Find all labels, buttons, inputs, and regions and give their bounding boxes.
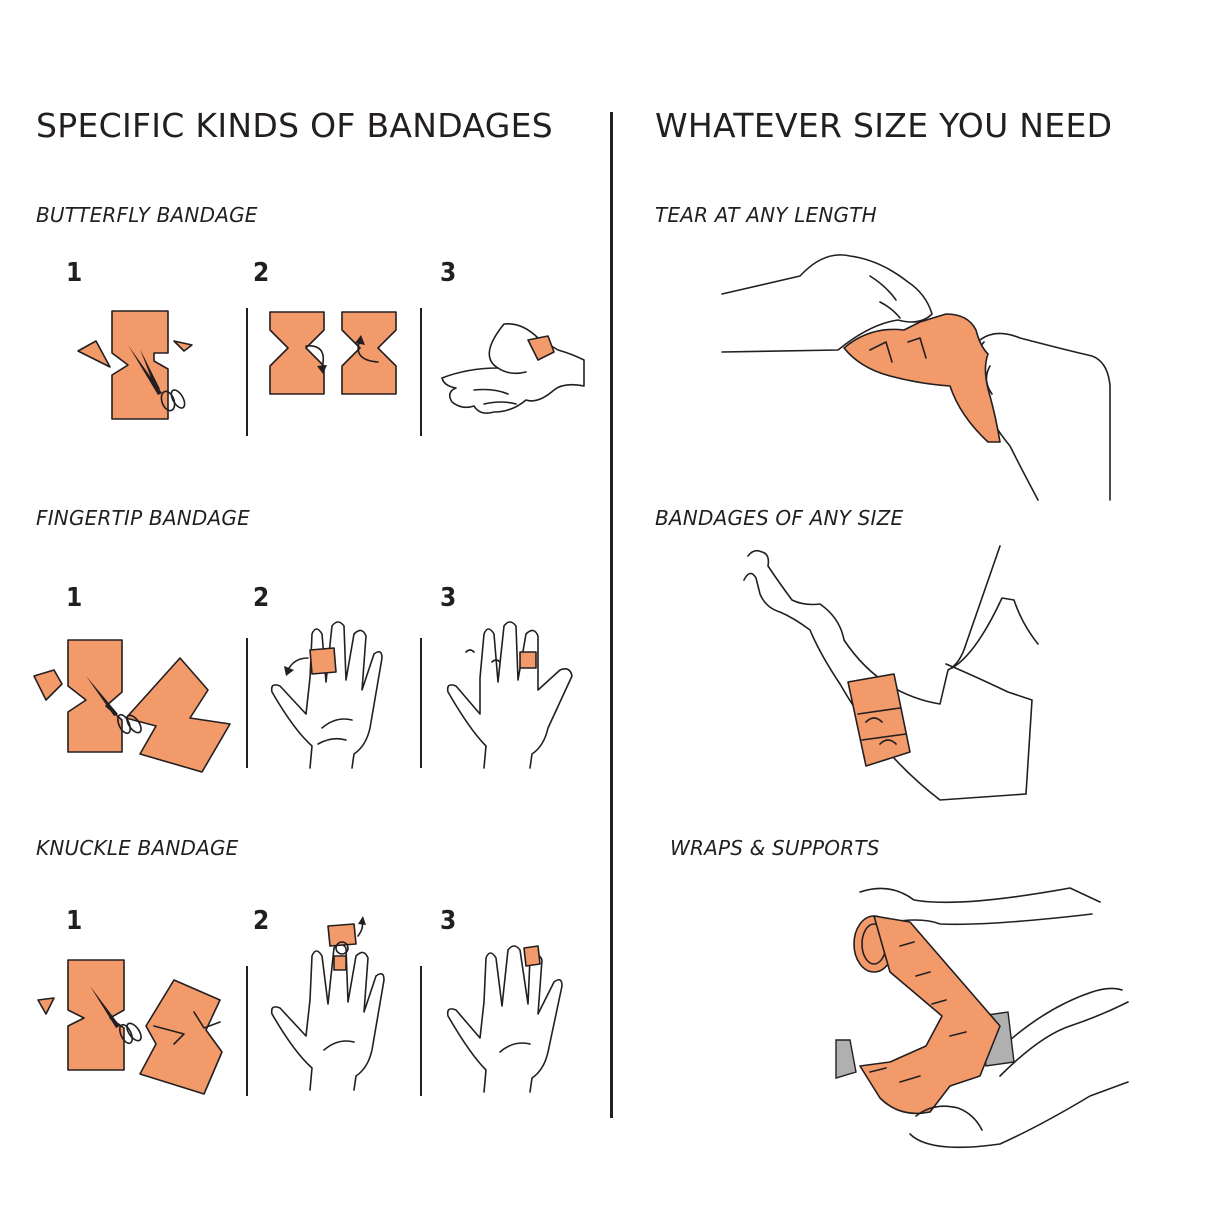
- knuckle-step-1-number: 1: [66, 906, 83, 936]
- tear-figure: [721, 254, 1111, 501]
- trim-piece: [33, 669, 63, 701]
- trim-piece-right: [173, 340, 193, 352]
- butterfly-title: BUTTERFLY BANDAGE: [36, 203, 258, 227]
- curved-arrow-icon: [305, 335, 379, 374]
- torn-bandage-strip: [843, 313, 1001, 443]
- any-size-figure: [743, 545, 1039, 801]
- curved-arrow-icon: [284, 657, 309, 676]
- bandage-shape-icon: [67, 639, 123, 753]
- tear-title: TEAR AT ANY LENGTH: [655, 203, 877, 227]
- column-divider: [610, 112, 613, 1118]
- hand-icon: [915, 1105, 983, 1131]
- hand-icon: [441, 322, 585, 414]
- butterfly-step-1-number: 1: [66, 258, 83, 288]
- fold-lines: [153, 1011, 221, 1045]
- knuckle-bandage-base: [333, 955, 347, 971]
- knuckle-step-1-figure: [37, 959, 223, 1095]
- fingertip-bandage-applied: [519, 651, 537, 669]
- bandage-shape-b: [341, 311, 397, 395]
- wrap-strip: [859, 915, 1001, 1115]
- bandage-pattern: [857, 707, 907, 745]
- fingertip-step-1-number: 1: [66, 583, 83, 613]
- any-size-title: BANDAGES OF ANY SIZE: [655, 506, 904, 530]
- sock: [835, 1039, 857, 1079]
- left-heading: SPECIFIC KINDS OF BANDAGES: [36, 106, 553, 145]
- knuckle-separator-1: [246, 966, 248, 1096]
- hand-icon: [270, 621, 383, 769]
- fingertip-title: FINGERTIP BANDAGE: [36, 506, 250, 530]
- bandage-shape-icon: [67, 959, 125, 1071]
- butterfly-step-1-figure: [77, 310, 193, 420]
- fingertip-separator-2: [420, 638, 422, 768]
- fingertip-step-2-figure: [270, 621, 383, 769]
- butterfly-separator-1: [246, 308, 248, 436]
- wraps-figure: [835, 887, 1129, 1149]
- trim-piece-left: [77, 340, 111, 368]
- scissors-icon: [90, 986, 142, 1045]
- scissors-icon: [86, 676, 142, 735]
- bandage-shape-a: [269, 311, 325, 395]
- butterfly-step-3-figure: [441, 322, 585, 414]
- knuckle-step-3-figure: [446, 945, 563, 1093]
- fingertip-step-1-figure: [33, 639, 231, 773]
- butterfly-step-3-number: 3: [440, 258, 457, 288]
- knuckle-separator-2: [420, 966, 422, 1096]
- knuckle-bandage-applied: [523, 945, 541, 967]
- right-heading: WHATEVER SIZE YOU NEED: [655, 106, 1113, 145]
- arm-icon: [743, 545, 1039, 801]
- wraps-title: WRAPS & SUPPORTS: [670, 836, 880, 860]
- knuckle-step-2-number: 2: [253, 906, 270, 936]
- applied-butterfly-bandage: [527, 335, 555, 361]
- knuckle-title: KNUCKLE BANDAGE: [36, 836, 239, 860]
- scissors-icon: [128, 345, 186, 412]
- bandage-shape-rotated: [125, 657, 231, 773]
- butterfly-separator-2: [420, 308, 422, 436]
- strip-pattern: [869, 337, 927, 363]
- butterfly-step-2-figure: [269, 311, 397, 395]
- hand-icon: [270, 943, 385, 1091]
- fingertip-step-3-number: 3: [440, 583, 457, 613]
- wrap-pattern: [869, 941, 967, 1083]
- bandage-notch: [335, 941, 349, 955]
- hand-icon: [446, 945, 563, 1093]
- knuckle-bandage-lifted: [327, 923, 357, 947]
- knuckle-step-3-number: 3: [440, 906, 457, 936]
- knuckle-step-2-figure: [270, 916, 385, 1091]
- butterfly-step-2-number: 2: [253, 258, 270, 288]
- fingertip-step-2-number: 2: [253, 583, 270, 613]
- fingertip-separator-1: [246, 638, 248, 768]
- leg-icon: [859, 887, 1129, 1149]
- trim-piece: [37, 997, 55, 1015]
- fingertip-bandage-applied: [309, 647, 337, 675]
- hand-icon: [446, 621, 573, 769]
- curved-arrow-icon: [357, 916, 366, 937]
- fingertip-step-3-figure: [446, 621, 573, 769]
